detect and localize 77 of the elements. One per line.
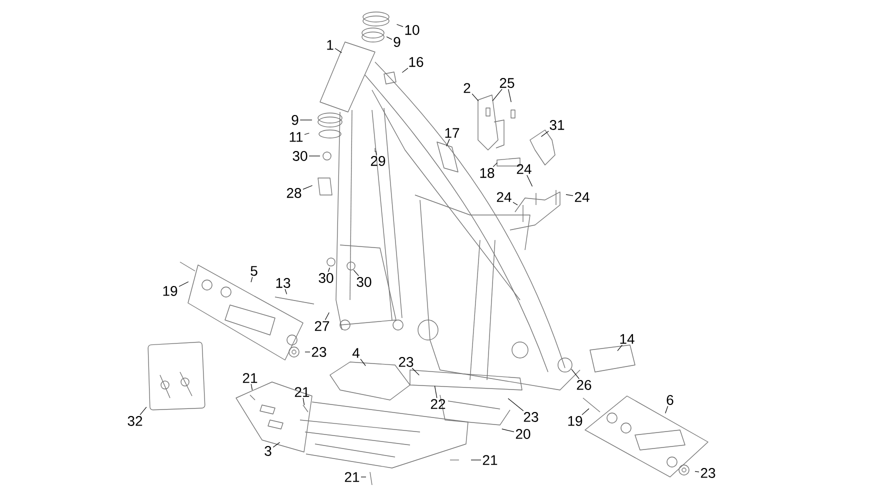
- leader-line: [571, 368, 580, 380]
- callout-number: 31: [550, 120, 564, 130]
- leader-line: [502, 428, 514, 432]
- callout-number: 16: [409, 57, 424, 67]
- leader-line: [360, 476, 366, 478]
- callout-number: 9: [292, 115, 298, 125]
- callout-number: 9: [394, 37, 400, 47]
- callout-number: 22: [430, 399, 446, 409]
- leader-line: [402, 68, 408, 73]
- callout-number: 24: [574, 192, 590, 202]
- leader-line: [178, 281, 189, 287]
- callout-number: 14: [620, 334, 634, 344]
- callout-number: 6: [666, 395, 674, 405]
- callout-number: 19: [163, 286, 178, 296]
- leader-line: [302, 185, 313, 190]
- leader-line: [492, 162, 498, 168]
- callout-number: 25: [500, 78, 514, 88]
- callout-number: 21: [482, 455, 498, 465]
- callout-number: 30: [292, 151, 308, 161]
- callout-number: 26: [576, 380, 592, 390]
- leader-line: [508, 88, 512, 102]
- leader-line: [334, 48, 342, 54]
- leader-line: [140, 406, 147, 416]
- leader-line: [396, 24, 404, 27]
- leader-line: [272, 442, 280, 448]
- callout-number: 10: [405, 25, 420, 35]
- callout-number: 23: [524, 412, 538, 422]
- callout-number: 4: [352, 348, 360, 358]
- leader-line: [250, 276, 253, 282]
- callout-number: 17: [445, 128, 460, 138]
- leader-line: [376, 150, 377, 156]
- leader-line: [328, 267, 330, 272]
- leader-line: [512, 202, 518, 206]
- leader-line: [694, 471, 700, 472]
- callout-number: 13: [276, 278, 290, 288]
- callout-number: 23: [312, 347, 326, 357]
- leader-line: [526, 174, 533, 187]
- leader-line: [412, 368, 420, 376]
- callout-number: 21: [344, 472, 360, 482]
- callout-number: 30: [318, 273, 334, 283]
- callout-number: 23: [700, 468, 716, 478]
- callout-number: 18: [480, 168, 494, 178]
- leader-line: [360, 358, 366, 366]
- leader-line: [617, 344, 622, 352]
- callout-number: 24: [516, 164, 532, 174]
- callout-number: 32: [128, 416, 142, 426]
- callout-number: 29: [370, 156, 386, 166]
- callout-number: 21: [294, 387, 310, 397]
- leader-line: [472, 94, 479, 102]
- callout-number: 24: [496, 192, 512, 202]
- callout-number: 23: [398, 357, 414, 367]
- leader-line: [304, 132, 310, 135]
- callout-number: 11: [290, 132, 303, 142]
- callout-number: 19: [568, 416, 582, 426]
- leader-line: [284, 288, 288, 294]
- leader-line: [386, 36, 392, 40]
- leader-line: [302, 398, 305, 406]
- leader-line: [492, 88, 502, 102]
- leader-line: [540, 130, 549, 137]
- callout-number: 2: [464, 83, 470, 93]
- leader-line: [582, 408, 590, 416]
- callout-number: 20: [516, 429, 530, 439]
- leader-line: [250, 384, 253, 390]
- callout-number: 28: [286, 188, 302, 198]
- callout-number: 21: [242, 373, 258, 383]
- callout-number: 27: [314, 321, 330, 331]
- leader-line: [324, 312, 330, 320]
- leader-line: [434, 386, 438, 398]
- callout-number: 3: [264, 446, 272, 456]
- callout-number: 30: [356, 277, 372, 287]
- leader-line: [508, 398, 524, 412]
- leader-line: [353, 270, 359, 276]
- callout-number: 1: [327, 40, 334, 50]
- leader-line: [665, 406, 668, 414]
- leader-line: [446, 138, 450, 147]
- callout-number: 5: [250, 266, 258, 276]
- leader-line: [566, 194, 574, 196]
